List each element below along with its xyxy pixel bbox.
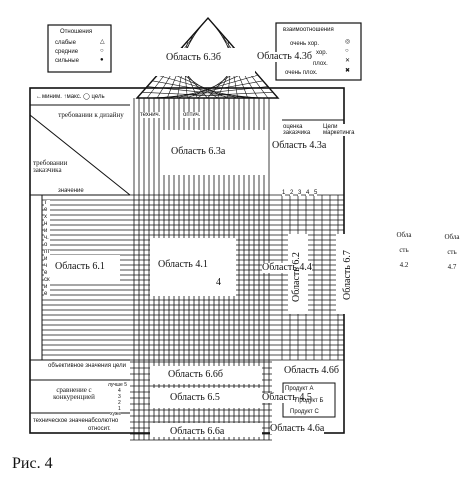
region-4-7-line-3: 4.7 [447, 263, 457, 271]
region-6-6b-area [150, 366, 262, 384]
region-6-2-area [288, 234, 308, 314]
small-scale-4: 1 [118, 406, 121, 412]
product-a-label: Продукт А [285, 386, 314, 392]
region-4-1-label: Область 4.1 [158, 259, 208, 270]
region-6-3a-area [163, 130, 267, 175]
region-4-5-label: Область 4.5 [262, 392, 312, 403]
relative-label: относит. [88, 426, 111, 432]
region-4-2-line-1: Обла [396, 231, 412, 239]
region-6-3a-label: Область 6.3а [171, 146, 226, 157]
product-c-label: Продукт С [290, 409, 319, 415]
legend-right-title: взаимоотношения [283, 27, 334, 33]
small-scale-0: лучше 5 [108, 382, 127, 388]
legend-left-item-medium: средние [55, 49, 79, 55]
legend-left-item-weak: слабые [55, 40, 76, 46]
value-label: значение [58, 188, 84, 194]
region-4-3a-label: Область 4.3а [272, 140, 327, 151]
column-optical-label: оптич. [183, 112, 201, 118]
region-4-4-label: Область 4.4 [262, 262, 312, 273]
technical-value-label: техническое значение [33, 418, 95, 424]
small-scale-2: 3 [118, 394, 121, 400]
scale-2: 2 [290, 190, 294, 196]
legend-right-item-bad: плох. [313, 61, 328, 67]
filled-circle-icon: ● [100, 57, 104, 63]
double-circle-icon: ◎ [345, 39, 351, 45]
comparison-label: сравнение с конкуренцией [42, 387, 106, 401]
small-scale-3: 2 [118, 400, 121, 406]
region-6-3b-label: Область 6.3б [166, 52, 221, 63]
region-4-1-suffix: 4 [216, 277, 221, 288]
region-6-7-label: Область 6.7 [342, 250, 353, 300]
small-scale-5: хуже [110, 411, 122, 417]
column-technical-label: технич. [140, 112, 161, 118]
region-6-7-area [336, 234, 362, 314]
product-b-label: Продукт Б [295, 398, 324, 404]
region-6-5-area [150, 388, 262, 408]
region-4-6a-label: Область 4.6а [270, 423, 325, 434]
region-4-1-area [150, 238, 236, 296]
region-6-1-label: Область 6.1 [55, 261, 105, 272]
legend-right-item-good: хор. [316, 50, 328, 56]
legend-right-item-very-good: очень хор. [290, 41, 320, 47]
region-4-2-label: Обла сть 4.2 [393, 232, 415, 269]
scale-3: 3 [298, 190, 302, 196]
marketing-goals-label: Цели маркетинга [323, 124, 355, 136]
direction-row: ←миним. ↑макс. ◯ цель [36, 94, 105, 100]
region-6-3b-area [155, 48, 255, 76]
legend-right-item-very-bad: очень плох. [285, 70, 318, 76]
design-requirements-title: требовании к дизайну [58, 111, 124, 119]
scale-1: 1 [282, 190, 286, 196]
small-scale-1: 4 [118, 388, 121, 394]
legend-left-item-strong: сильные [55, 58, 79, 64]
region-4-7-label: Обла сть 4.7 [441, 234, 463, 271]
region-6-6a-label: Область 6.6а [170, 426, 225, 437]
region-4-7-line-2: сть [447, 248, 457, 256]
region-6-1-area [48, 255, 120, 281]
region-6-6b-label: Область 6.6б [168, 369, 223, 380]
scale-4: 4 [306, 190, 310, 196]
bold-cross-icon: ✖ [345, 68, 351, 74]
figure-caption: Рис. 4 [12, 455, 53, 472]
region-4-2-line-3: 4.2 [399, 261, 409, 269]
absolute-label: абсолютно [88, 418, 119, 424]
region-4-7-line-1: Обла [444, 233, 460, 241]
region-6-2-label: Область 6.2 [291, 252, 302, 302]
legend-left-box [47, 24, 112, 73]
customer-assessment-label: оценка заказчика [283, 124, 319, 136]
legend-right-box [275, 22, 362, 81]
scale-5: 5 [314, 190, 318, 196]
cross-icon: ✕ [345, 58, 351, 64]
triangle-icon: △ [100, 39, 105, 45]
customer-requirements-title: требовании заказчика [33, 159, 68, 174]
region-4-2-line-2: сть [399, 246, 409, 254]
circle-icon: ○ [345, 48, 349, 54]
left-vertical-label: технич. оптические [44, 200, 50, 298]
header-diagonal [29, 114, 131, 196]
region-6-6a-area [150, 423, 262, 437]
circle-icon: ○ [100, 48, 104, 54]
objective-values-label: объективное значения цели [48, 363, 126, 369]
region-4-3b-label: Область 4.3б [257, 51, 312, 62]
region-4-6b-label: Область 4.6б [284, 365, 339, 376]
legend-left-title: Отношения [60, 29, 93, 35]
region-6-5-label: Область 6.5 [170, 392, 220, 403]
